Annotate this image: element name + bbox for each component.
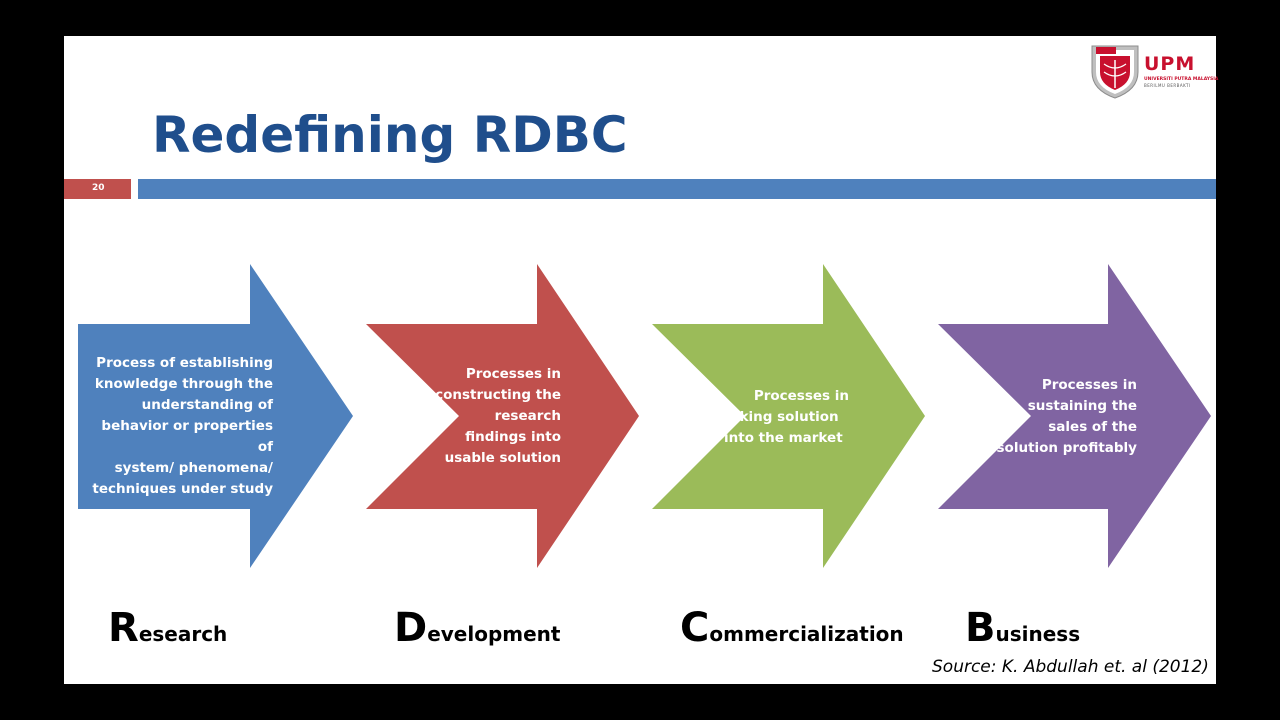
arrow-development — [366, 264, 639, 568]
label-commercialization: Commercialization — [680, 608, 904, 648]
text-line: behavior or properties of — [101, 418, 273, 455]
logo-tagline: BERILMU BERBAKTI — [1144, 83, 1191, 88]
text-line: research — [494, 408, 561, 424]
arrow-business — [938, 264, 1211, 568]
label-development: Development — [394, 608, 560, 648]
arrow-text-business: Processes in sustaining the sales of the… — [984, 375, 1137, 459]
text-line: solution profitably — [996, 440, 1137, 456]
source-citation: Source: K. Abdullah et. al (2012) — [932, 657, 1209, 677]
text-line: Process of establishing — [96, 355, 273, 371]
logo-wordmark: UPM — [1144, 53, 1196, 75]
process-diagram — [78, 264, 1211, 568]
label-initial: R — [108, 605, 139, 651]
text-line: findings into — [465, 429, 561, 445]
label-initial: C — [680, 605, 710, 651]
text-line: understanding of — [141, 397, 273, 413]
label-rest: ommercialization — [709, 622, 904, 646]
upm-logo — [1091, 45, 1139, 99]
text-line: taking solution — [724, 409, 839, 425]
text-line: Processes in — [753, 388, 849, 404]
arrow-commercialization — [652, 264, 925, 568]
text-line: into the market — [724, 430, 843, 446]
label-rest: usiness — [995, 622, 1081, 646]
text-line: system/ phenomena/ — [114, 460, 273, 476]
text-line: sales of the — [1048, 419, 1137, 435]
label-business: Business — [965, 608, 1080, 648]
slide-number-box: 20 — [64, 179, 131, 199]
text-line: knowledge through the — [94, 376, 273, 392]
arrow-research — [78, 264, 353, 568]
arrow-text-research: Process of establishing knowledge throug… — [84, 353, 273, 500]
text-line: sustaining the — [1027, 398, 1137, 414]
text-line: Processes in — [465, 366, 561, 382]
label-initial: D — [394, 605, 428, 651]
slide-title: Redefining RDBC — [152, 106, 628, 164]
label-initial: B — [965, 605, 996, 651]
logo-subtitle: UNIVERSITI PUTRA MALAYSIA — [1144, 77, 1219, 82]
text-line: Processes in — [1041, 377, 1137, 393]
label-research: Research — [108, 608, 227, 648]
title-divider-bar — [138, 179, 1216, 199]
arrow-text-development: Processes in constructing the research f… — [424, 364, 561, 469]
arrow-text-commercialization: Processes in taking solution into the ma… — [724, 386, 849, 449]
label-rest: esearch — [138, 622, 228, 646]
label-rest: evelopment — [427, 622, 561, 646]
text-line: usable solution — [444, 450, 561, 466]
text-line: techniques under study — [92, 481, 273, 497]
text-line: constructing the — [435, 387, 561, 403]
slide-number: 20 — [92, 183, 105, 193]
slide: UPM UNIVERSITI PUTRA MALAYSIA BERILMU BE… — [64, 36, 1219, 684]
